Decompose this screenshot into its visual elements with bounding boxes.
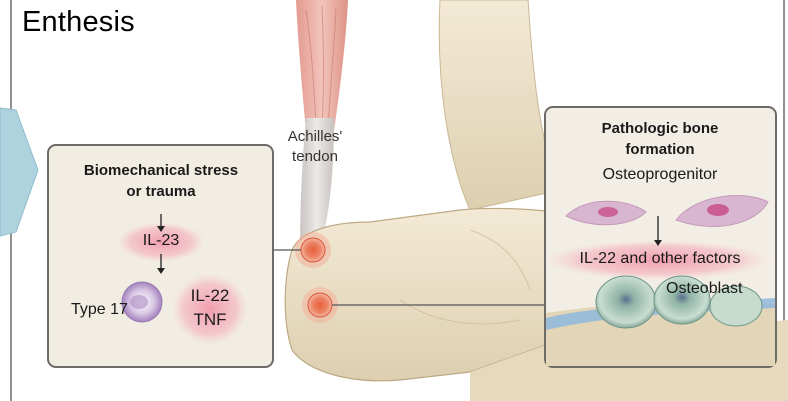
tibia xyxy=(439,0,560,210)
right-panel-bone-formation: Pathologic bone formation Osteoprogenito… xyxy=(544,106,777,368)
enthesis-marker-upper xyxy=(301,238,325,262)
calf-muscle xyxy=(296,0,348,130)
left-chevron-arrow xyxy=(0,108,38,236)
tendon-label-line2: tendon xyxy=(292,148,338,165)
tnf-label: TNF xyxy=(193,310,226,330)
factors-label: IL-22 and other factors xyxy=(580,250,741,268)
right-heading-line1: Pathologic bone xyxy=(602,120,719,137)
right-heading-line2: formation xyxy=(625,141,694,158)
type17-label: Type 17 xyxy=(71,301,128,319)
osteoblast-cell-1 xyxy=(596,276,656,328)
enthesis-marker-lower xyxy=(308,293,332,317)
osteoblast-label: Osteoblast xyxy=(666,280,742,298)
osteoprogenitor-label: Osteoprogenitor xyxy=(603,166,718,184)
left-heading-line2: or trauma xyxy=(126,183,195,200)
il23-label: IL-23 xyxy=(143,232,179,250)
left-panel-biomechanical: Biomechanical stress or trauma IL-23 Typ… xyxy=(47,144,274,368)
left-panel-art xyxy=(49,146,272,366)
tendon-label-line1: Achilles' xyxy=(288,128,343,145)
cytokine-glow xyxy=(172,273,248,345)
il22-label: IL-22 xyxy=(191,286,230,306)
figure-title: Enthesis xyxy=(22,6,135,39)
left-heading-line1: Biomechanical stress xyxy=(84,162,238,179)
